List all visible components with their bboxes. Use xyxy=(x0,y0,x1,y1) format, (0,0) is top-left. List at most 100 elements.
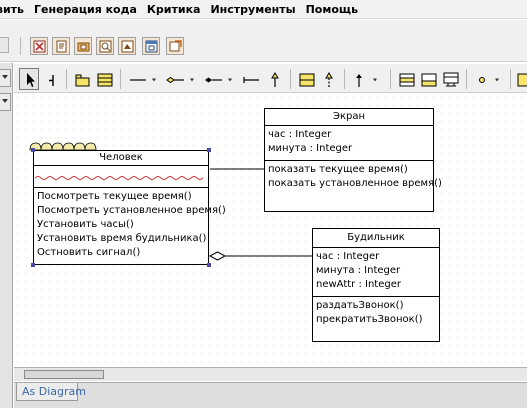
operation-row[interactable]: Установить часы() xyxy=(37,219,134,230)
class-name[interactable]: Экран xyxy=(265,109,433,126)
find-icon xyxy=(99,40,112,53)
menu-generate-code[interactable]: Генерация кода xyxy=(34,2,137,16)
interface-icon xyxy=(299,73,315,87)
menu-bar: вить Генерация кода Критика Инструменты … xyxy=(0,0,527,19)
class-name[interactable]: Будильник xyxy=(313,229,439,248)
toolbar-separator xyxy=(120,69,121,89)
toolbar-zoom-button[interactable] xyxy=(118,37,136,55)
toolbar-find-button[interactable] xyxy=(96,37,114,55)
attributes-compartment[interactable] xyxy=(34,166,208,188)
operation-row[interactable]: Остновить сигнал() xyxy=(37,247,141,258)
diagram-canvas[interactable]: Человек Посмотреть текущее время() Посмо… xyxy=(14,94,527,366)
diagram-tab-bar: As Diagram xyxy=(14,382,527,408)
select-tool-button[interactable] xyxy=(19,68,39,90)
shape-tool-dropdown[interactable] xyxy=(472,68,506,90)
attribute-row[interactable]: час : Integer xyxy=(316,251,380,262)
operation-row[interactable]: прекратитьЗвонок() xyxy=(316,314,423,325)
package-tool-button[interactable] xyxy=(72,68,92,90)
attributes-compartment[interactable]: час : Integer минута : Integer newAttr :… xyxy=(313,248,439,297)
operation-row[interactable]: Посмотреть текущее время() xyxy=(37,191,192,202)
attribute-icon xyxy=(399,73,415,87)
explorer-dropdown[interactable] xyxy=(0,69,11,87)
package-icon xyxy=(75,74,90,87)
toolbar-window-button[interactable] xyxy=(142,37,160,55)
operation-row[interactable]: показать установленное время() xyxy=(268,178,442,189)
scrollbar-thumb[interactable] xyxy=(24,370,104,379)
composition-tool-dropdown[interactable] xyxy=(202,68,236,90)
attribute-row[interactable]: newAttr : Integer xyxy=(316,279,401,290)
realization-tool-button[interactable] xyxy=(318,68,338,90)
dependency-icon xyxy=(243,77,259,83)
toolbar-separator xyxy=(20,37,21,55)
aggregation-tool-dropdown[interactable] xyxy=(164,68,198,90)
add-enumeration-button[interactable] xyxy=(440,68,460,90)
generalization-tool-button[interactable] xyxy=(264,68,284,90)
operation-icon xyxy=(421,73,437,87)
cursor-icon xyxy=(27,73,35,87)
layout-icon xyxy=(169,40,182,52)
attribute-row[interactable]: минута : Integer xyxy=(316,265,401,276)
resize-handle[interactable] xyxy=(207,263,211,267)
chevron-down-icon xyxy=(2,99,8,103)
operations-compartment[interactable]: показать текущее время() показать устано… xyxy=(265,161,442,193)
diagram-toolbar xyxy=(14,64,527,93)
class-alarm[interactable]: Будильник час : Integer минута : Integer… xyxy=(312,228,440,342)
add-operation-button[interactable] xyxy=(418,68,438,90)
class-name[interactable]: Человек xyxy=(34,151,208,166)
operation-row[interactable]: Установить время будильника() xyxy=(37,233,207,244)
enumeration-icon xyxy=(443,72,459,87)
broom-tool-button[interactable] xyxy=(42,68,60,90)
toolbar-layout-button[interactable] xyxy=(166,37,184,55)
explorer-dropdown-2[interactable] xyxy=(0,93,11,111)
operation-row[interactable]: раздатьЗвонок() xyxy=(316,300,404,311)
menu-critique[interactable]: Критика xyxy=(146,2,201,16)
resize-handle[interactable] xyxy=(31,263,35,267)
operations-compartment[interactable]: Посмотреть текущее время() Посмотреть ус… xyxy=(34,188,226,262)
association-icon xyxy=(130,78,156,82)
link-tool-dropdown[interactable] xyxy=(350,68,384,90)
broom-icon xyxy=(49,75,54,86)
attribute-row[interactable]: час : Integer xyxy=(268,129,332,140)
note-scallops xyxy=(29,142,97,151)
toolbar-overflow-button[interactable] xyxy=(0,37,9,53)
toolbar-separator xyxy=(344,69,345,89)
toolbar-separator xyxy=(466,69,467,89)
tab-as-diagram[interactable]: As Diagram xyxy=(16,383,86,401)
dependency-tool-button[interactable] xyxy=(240,68,262,90)
class-tool-button[interactable] xyxy=(94,68,114,90)
interface-tool-button[interactable] xyxy=(296,68,316,90)
class-person[interactable]: Человек Посмотреть текущее время() Посмо… xyxy=(33,150,226,265)
aggregation-icon xyxy=(166,76,194,84)
composition-icon xyxy=(205,77,232,83)
delete-icon xyxy=(33,40,46,53)
explorer-panel-edge xyxy=(0,63,13,408)
toolbar-separator xyxy=(510,69,511,89)
main-toolbar xyxy=(0,20,527,62)
resize-handle[interactable] xyxy=(31,148,35,152)
operations-compartment[interactable]: раздатьЗвонок() прекратитьЗвонок() xyxy=(313,297,439,329)
class-screen[interactable]: Экран час : Integer минута : Integer пок… xyxy=(264,108,442,212)
association-tool-dropdown[interactable] xyxy=(126,68,160,90)
attributes-compartment[interactable]: час : Integer минута : Integer xyxy=(265,126,433,161)
more-tools-button[interactable] xyxy=(514,68,527,90)
zoom-icon xyxy=(121,40,134,53)
toolbar-properties-button[interactable] xyxy=(52,37,70,55)
add-attribute-button[interactable] xyxy=(396,68,416,90)
horizontal-scrollbar[interactable] xyxy=(14,367,527,381)
window-icon xyxy=(145,40,158,53)
operation-row[interactable]: Посмотреть установленное время() xyxy=(37,205,226,216)
generalization-icon xyxy=(271,72,279,87)
folder-icon xyxy=(77,42,90,52)
menu-arrange[interactable]: вить xyxy=(0,2,24,16)
menu-tools[interactable]: Инструменты xyxy=(210,2,296,16)
menu-help[interactable]: Помощь xyxy=(305,2,359,16)
toolbar-delete-button[interactable] xyxy=(30,37,48,55)
resize-handle[interactable] xyxy=(207,148,211,152)
attribute-row[interactable]: минута : Integer xyxy=(268,143,353,154)
class-icon xyxy=(97,73,113,87)
toolbar-navigate-button[interactable] xyxy=(74,37,92,55)
circle-icon xyxy=(479,77,499,83)
operation-row[interactable]: показать текущее время() xyxy=(268,164,408,175)
connector-layer xyxy=(208,168,312,261)
toolbar-separator xyxy=(66,69,67,89)
